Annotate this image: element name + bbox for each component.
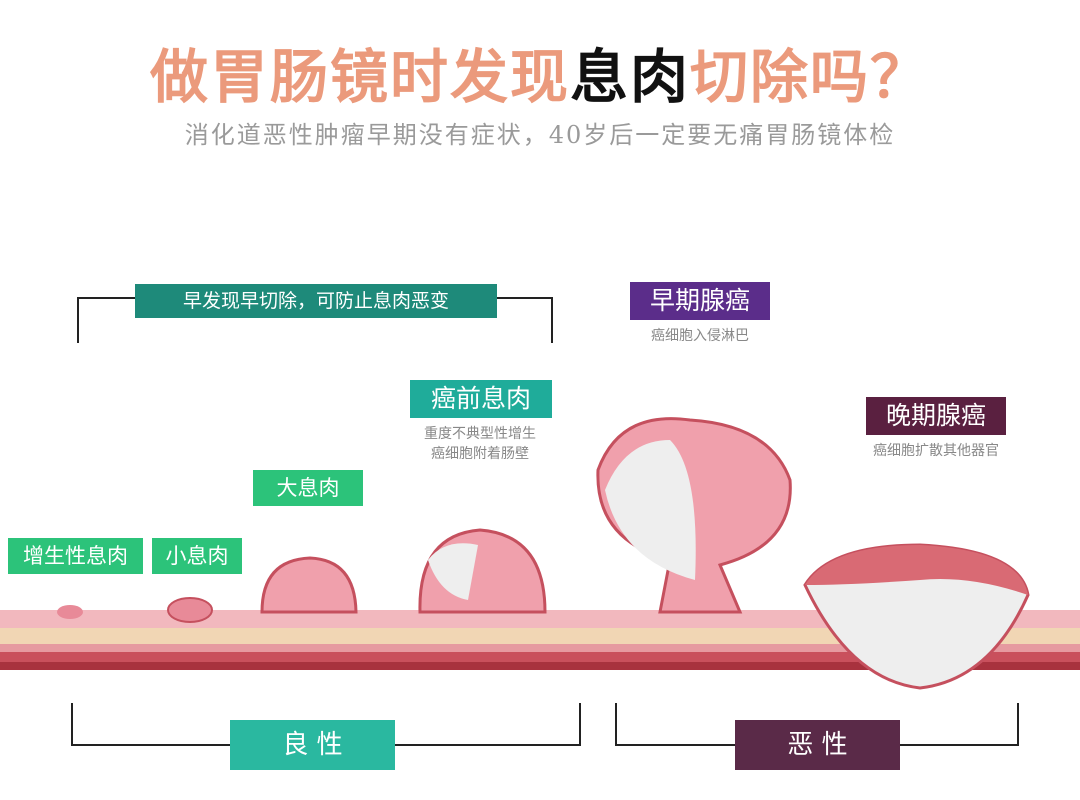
late-adenocarcinoma xyxy=(803,543,1030,690)
stage-label-hyperplastic: 增生性息肉 xyxy=(8,538,143,574)
stage-label-small: 小息肉 xyxy=(152,538,242,574)
malignant-category: 恶 性 xyxy=(735,720,900,770)
stage-label-large: 大息肉 xyxy=(253,470,363,506)
malignant-bracket xyxy=(615,703,1019,746)
top-bracket xyxy=(77,297,553,343)
title-part1: 做胃肠镜时发现 xyxy=(149,43,570,111)
early-removal-label: 早发现早切除，可防止息肉恶变 xyxy=(135,284,497,318)
stage-note-late-cancer: 癌细胞扩散其他器官 xyxy=(873,443,999,459)
intestine-wall xyxy=(0,610,1080,670)
benign-bracket xyxy=(71,703,581,746)
early-adenocarcinoma xyxy=(596,417,792,614)
title-part2: 切除吗？ xyxy=(690,43,931,111)
stage-label-late-cancer: 晚期腺癌 xyxy=(866,397,1006,435)
polyp-precancerous xyxy=(418,528,547,614)
note-line: 癌细胞附着肠壁 xyxy=(431,446,529,462)
benign-category: 良 性 xyxy=(230,720,395,770)
page-title: 做胃肠镜时发现息肉切除吗？ xyxy=(0,30,1080,114)
stage-note-precancerous: 重度不典型性增生癌细胞附着肠壁 xyxy=(400,424,560,464)
stage-label-early-cancer: 早期腺癌 xyxy=(630,282,770,320)
polyp-hyperplastic xyxy=(57,605,83,619)
title-highlight: 息肉 xyxy=(569,43,690,111)
polyp-small xyxy=(167,597,213,623)
stage-label-precancerous: 癌前息肉 xyxy=(410,380,552,418)
note-line: 重度不典型性增生 xyxy=(424,426,536,442)
subtitle: 消化道恶性肿瘤早期没有症状，40岁后一定要无痛胃肠镜体检 xyxy=(184,121,896,149)
stage-note-early-cancer: 癌细胞入侵淋巴 xyxy=(651,328,749,344)
polyp-large xyxy=(260,556,358,614)
